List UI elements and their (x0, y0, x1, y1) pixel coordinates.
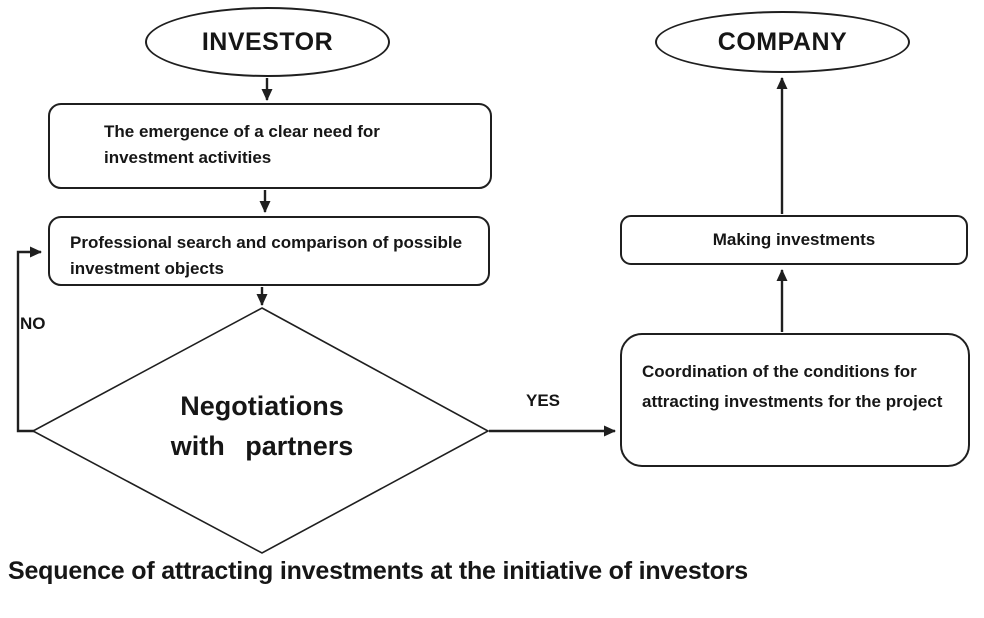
edge-label-no: NO (20, 314, 46, 333)
need-label: The emergence of a clear need for invest… (104, 122, 380, 167)
company-label: COMPANY (717, 27, 848, 56)
arrow-no-loop (16, 246, 42, 433)
investor-label: INVESTOR (201, 27, 334, 56)
process-box-coordination: Coordination of the conditions for attra… (620, 333, 970, 467)
negotiations-line2: with partners (170, 431, 354, 461)
edge-label-yes: YES (526, 391, 561, 410)
process-box-making: Making investments (620, 215, 968, 265)
coordination-label: Coordination of the conditions for attra… (642, 362, 943, 411)
negotiations-line1: Negotiations (180, 391, 344, 421)
process-box-need: The emergence of a clear need for invest… (48, 103, 492, 189)
diagram-title: Sequence of attracting investments at th… (8, 557, 748, 585)
process-box-search: Professional search and comparison of po… (48, 216, 490, 286)
making-label: Making investments (712, 230, 876, 249)
decision-label-negotiations: Negotiations with partners (117, 386, 407, 466)
decision-diamond-shape (31, 307, 490, 554)
end-node-company: COMPANY (655, 11, 910, 73)
search-label: Professional search and comparison of po… (70, 233, 463, 278)
start-node-investor: INVESTOR (145, 7, 390, 77)
